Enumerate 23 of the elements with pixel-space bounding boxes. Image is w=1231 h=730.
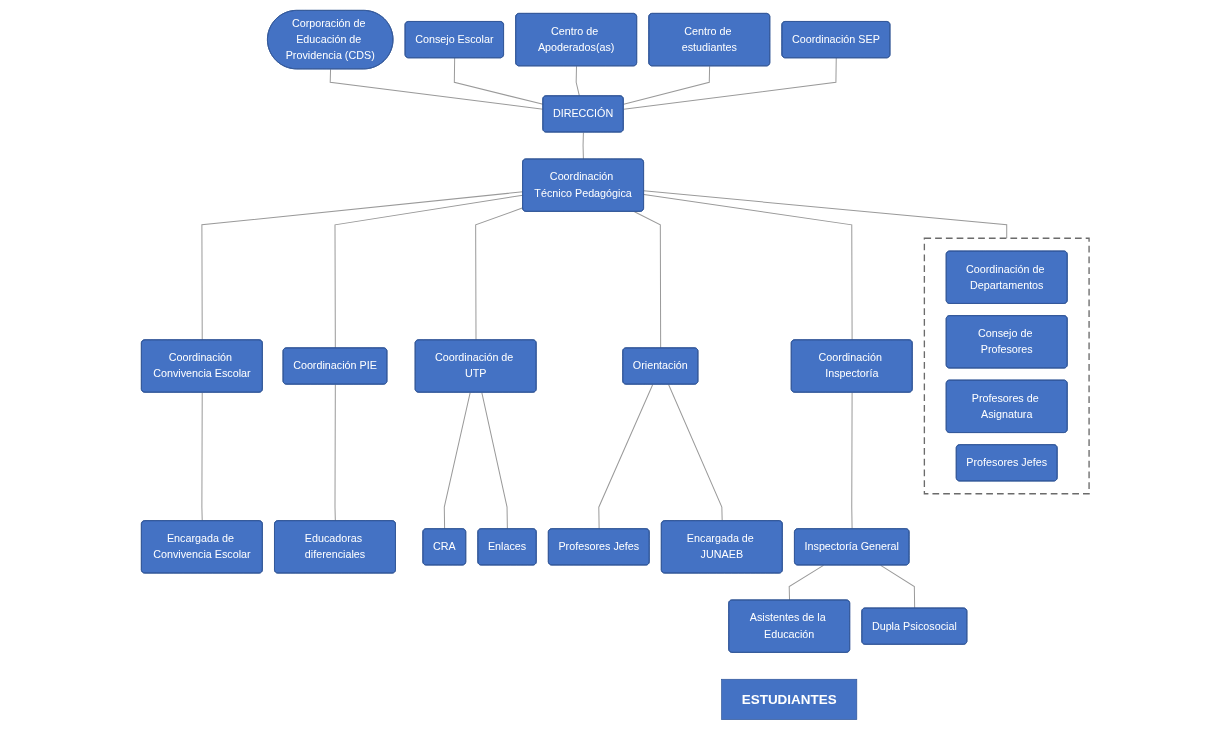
connector <box>643 190 1008 239</box>
connector <box>481 392 509 530</box>
connector <box>643 193 853 341</box>
connector <box>582 131 585 160</box>
connector <box>575 65 581 97</box>
connector <box>623 65 711 105</box>
connector <box>201 191 524 341</box>
node-box: ESTUDIANTES <box>721 678 858 720</box>
connector <box>454 57 544 105</box>
connector <box>444 392 471 530</box>
connector <box>598 384 654 530</box>
connector <box>634 211 662 349</box>
connector <box>851 392 853 530</box>
connector <box>475 207 524 341</box>
connector <box>788 564 825 601</box>
connector <box>201 392 203 522</box>
cluster <box>923 237 1090 495</box>
connector <box>334 384 337 522</box>
connector <box>334 194 524 349</box>
connector <box>880 564 916 609</box>
connector <box>329 68 544 110</box>
connector <box>623 57 837 110</box>
connector <box>668 384 723 522</box>
